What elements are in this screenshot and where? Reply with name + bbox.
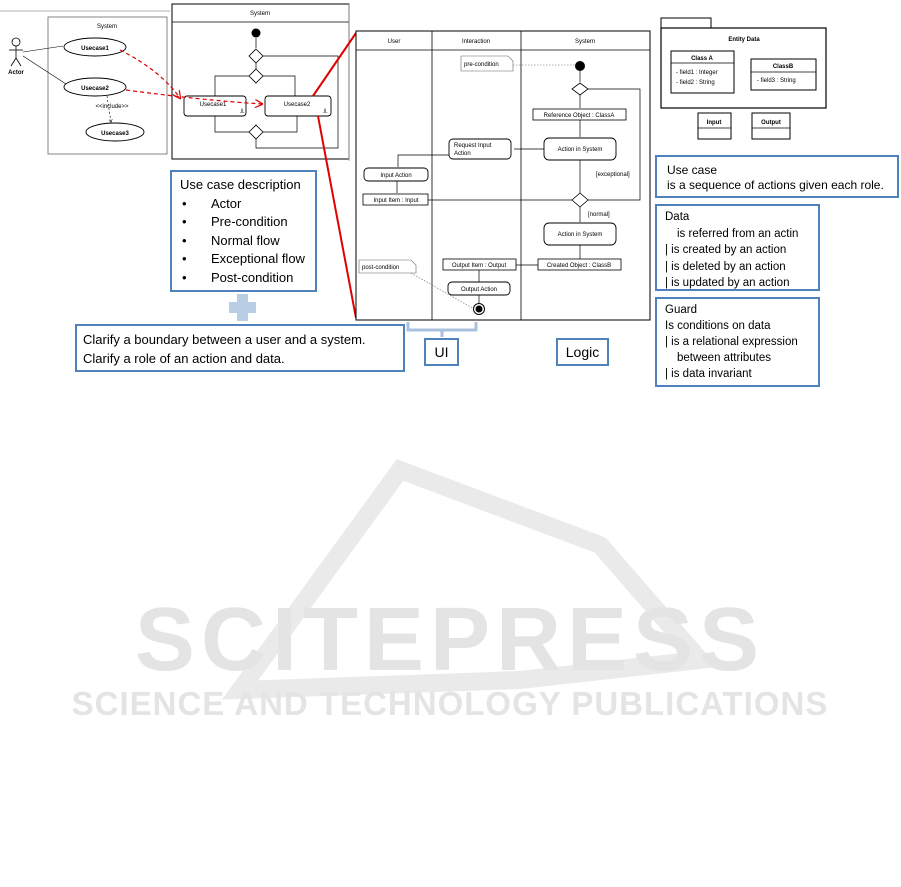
action-in-system-2-label: Action in System xyxy=(558,232,603,238)
output-action-label: Output Action xyxy=(461,287,497,293)
output-class xyxy=(751,112,791,140)
ui-brace xyxy=(406,322,478,337)
data-note-line: | is updated by an action xyxy=(665,277,790,289)
data-note-title: Data xyxy=(665,211,690,223)
list-item: Actor xyxy=(180,195,307,214)
input-item-label: Input Item : Input xyxy=(373,198,418,204)
watermark-title: SCITEPRESS xyxy=(135,590,765,690)
usecase-diagram: System Actor Usecase1 Usecase2 <<include… xyxy=(8,16,168,155)
data-note-line: | is deleted by an action xyxy=(665,260,786,273)
guard-note-box: Guard Is conditions on data | is a relat… xyxy=(655,297,820,387)
clarify-line1: Clarify a boundary between a user and a … xyxy=(83,332,366,347)
svg-text:╨: ╨ xyxy=(322,108,328,116)
usecase-description-list: Actor Pre-condition Normal flow Exceptio… xyxy=(180,195,307,288)
usecase-note-text: is a sequence of actions given each role… xyxy=(667,178,884,192)
input-action-label: Input Action xyxy=(380,173,411,179)
usecase3-label: Usecase3 xyxy=(101,131,129,137)
output-item xyxy=(442,258,517,271)
output-item-label: Output Item : Output xyxy=(452,263,507,269)
list-item: Post-condition xyxy=(180,269,307,288)
created-object-label: Created Object : ClassB xyxy=(547,263,611,269)
lane-user: User xyxy=(388,39,401,45)
lane-interaction: Interaction xyxy=(462,39,490,45)
usecase-description-box: Use case description Actor Pre-condition… xyxy=(170,170,317,292)
usecase-note-title: Use case xyxy=(667,163,718,177)
list-item: Normal flow xyxy=(180,232,307,251)
usecase-description-title: Use case description xyxy=(180,177,301,192)
normal-guard: [normal] xyxy=(588,212,610,218)
output-class-label: Output xyxy=(761,120,781,126)
class-a-field1: - field1 : Integer xyxy=(676,70,718,76)
input-action xyxy=(363,167,429,182)
usecase-note-box: Use case is a sequence of actions given … xyxy=(655,155,899,198)
actor-label: Actor xyxy=(8,70,24,76)
data-note-box: Data is referred from an actin | is crea… xyxy=(655,204,820,291)
exceptional-guard: [exceptional] xyxy=(596,172,630,178)
class-b-name: ClassB xyxy=(773,64,794,70)
pre-condition-note: pre-condition xyxy=(464,62,499,68)
reference-object xyxy=(532,108,627,121)
action-usecase1-label: Usecase1 xyxy=(200,102,227,108)
list-item: Exceptional flow xyxy=(180,250,307,269)
class-a xyxy=(670,50,735,94)
class-a-name: Class A xyxy=(691,56,713,62)
usecase3-ellipse xyxy=(85,122,145,142)
swimlane-diagram: User Interaction System pre-condition Re… xyxy=(355,30,651,321)
initial-node xyxy=(251,28,261,38)
class-a-field2: - field2 : String xyxy=(676,80,715,86)
entity-title: Entity Data xyxy=(728,37,760,43)
guard-note-line: between attributes xyxy=(677,352,771,364)
usecase1-ellipse xyxy=(63,37,127,57)
diagram: System Actor Usecase1 Usecase2 <<include… xyxy=(0,3,827,337)
swimlane-initial-node xyxy=(575,61,585,71)
clarify-line2: Clarify a role of an action and data. xyxy=(83,351,285,366)
logic-label-box: Logic xyxy=(556,338,609,366)
lane-system: System xyxy=(575,39,595,45)
guard-note-line: | is data invariant xyxy=(665,368,752,380)
list-item: Pre-condition xyxy=(180,213,307,232)
include-label: <<include>> xyxy=(95,104,129,110)
usecase2-ellipse xyxy=(63,77,127,97)
reference-object-label: Reference Object : ClassA xyxy=(544,113,615,119)
svg-text:╨: ╨ xyxy=(239,108,245,116)
plus-icon xyxy=(229,294,256,321)
guard-note-line: | is a relational expression xyxy=(665,336,798,348)
system-boundary-label: System xyxy=(97,24,117,30)
request-input-line2: Action xyxy=(454,151,471,157)
class-b-field1: - field3 : String xyxy=(757,78,796,84)
entity-data-package: Entity Data Class A - field1 : Integer -… xyxy=(660,17,827,109)
post-condition-note: post-condition xyxy=(362,265,399,271)
data-note-line: is referred from an actin xyxy=(677,227,799,240)
created-object xyxy=(537,258,622,271)
request-input-action xyxy=(448,138,512,160)
action-in-system-1-label: Action in System xyxy=(558,147,603,153)
usecase2-label: Usecase2 xyxy=(81,86,109,92)
data-note-line: | is created by an action xyxy=(665,244,787,256)
class-b xyxy=(750,58,817,91)
overview-title: System xyxy=(250,11,270,17)
ui-label-box: UI xyxy=(424,338,459,366)
input-item xyxy=(362,193,429,206)
input-class-label: Input xyxy=(707,120,722,126)
activity-overview: System Usecase1 ╨ Usecase2 ╨ xyxy=(171,3,350,161)
watermark-graphic xyxy=(221,459,719,700)
guard-note-line: Is conditions on data xyxy=(665,320,771,332)
action-usecase2 xyxy=(264,95,332,117)
watermark-subtitle: SCIENCE AND TECHNOLOGY PUBLICATIONS xyxy=(72,685,829,722)
action-usecase2-label: Usecase2 xyxy=(284,102,311,108)
clarify-box: Clarify a boundary between a user and a … xyxy=(75,324,405,372)
guard-note-title: Guard xyxy=(665,304,697,316)
actor-icon xyxy=(9,37,23,67)
usecase1-label: Usecase1 xyxy=(81,46,109,52)
request-input-line1: Request Input xyxy=(454,143,492,149)
input-class xyxy=(697,112,732,140)
